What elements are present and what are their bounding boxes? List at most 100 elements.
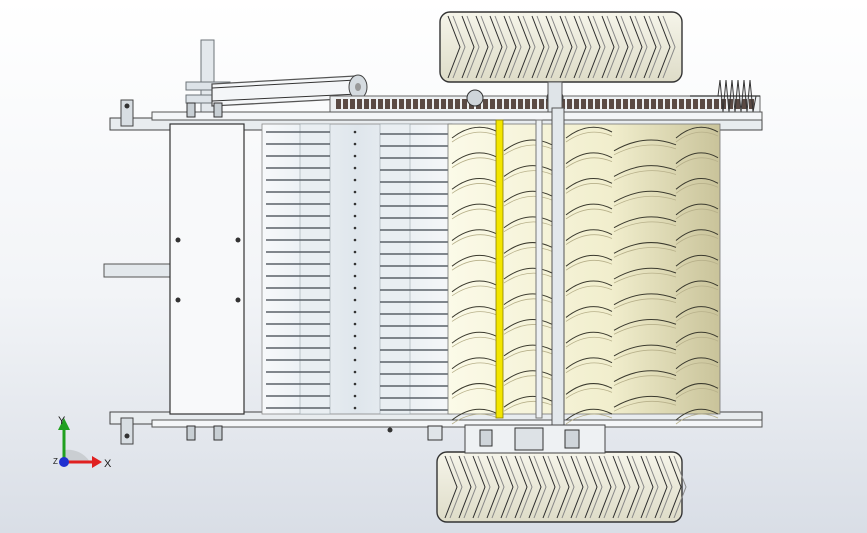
comb-rivet xyxy=(353,238,357,242)
chain-link xyxy=(525,99,530,109)
rotor-blade-shade xyxy=(675,336,719,348)
rotor-blade xyxy=(451,126,499,139)
tread-lug-edge xyxy=(494,15,508,79)
rotor-blade xyxy=(675,306,719,318)
comb-rivet xyxy=(353,406,357,410)
rotor-blade-shade xyxy=(613,221,677,233)
chain-link xyxy=(686,99,691,109)
rotor-blade xyxy=(451,306,499,318)
chain-link xyxy=(350,99,355,109)
view-orientation-triad[interactable]: Y X Z xyxy=(48,410,118,480)
chain-link xyxy=(511,99,516,109)
tread-lug-edge xyxy=(533,455,547,519)
rotor-blade xyxy=(565,203,613,216)
rotor-blade-shade xyxy=(503,247,553,258)
chain-link xyxy=(665,99,670,109)
chain-link xyxy=(336,99,341,109)
rotor-blade xyxy=(503,370,553,382)
comb-rivet xyxy=(353,262,357,266)
y-axis-arrowhead xyxy=(58,418,70,430)
comb-rivet xyxy=(353,178,357,182)
rotor-blade xyxy=(503,165,553,177)
triad-plane-indicator xyxy=(64,449,90,462)
rotor-blade-shade xyxy=(613,375,677,386)
rotor-blade-shade xyxy=(565,362,613,374)
rotor-blade-shade xyxy=(565,259,613,271)
tread-lug xyxy=(657,15,671,79)
tread-lug xyxy=(626,455,640,519)
tread-lug-edge xyxy=(606,15,620,79)
chain-drive xyxy=(329,81,761,113)
comb-rivet xyxy=(353,298,357,302)
rotor-blade-shade xyxy=(451,388,499,399)
tread-lug-edge xyxy=(603,455,617,519)
chain-link xyxy=(714,99,719,109)
rotor-blade xyxy=(675,203,719,216)
tread-lug xyxy=(517,15,531,79)
tread-lug-edge xyxy=(561,455,575,519)
rotor-blade xyxy=(565,152,613,165)
chain-link xyxy=(385,99,390,109)
tread-lug-edge xyxy=(648,15,662,79)
rotor-blade xyxy=(451,408,499,421)
tread-lug xyxy=(514,455,528,519)
rotor-blade xyxy=(565,357,613,370)
rotor-blade xyxy=(451,331,499,344)
chain-link xyxy=(413,99,418,109)
rotor-blade xyxy=(565,254,613,267)
chain-link xyxy=(658,99,663,109)
comb-rivet xyxy=(353,142,357,146)
chain-link xyxy=(581,99,586,109)
rotor-blade-shade xyxy=(675,388,719,399)
tread-lug xyxy=(444,455,458,519)
rotor-blade xyxy=(613,395,677,408)
rotor-blade xyxy=(675,177,719,190)
chain-link xyxy=(532,99,537,109)
rotor-blade xyxy=(565,331,613,344)
tread-lug xyxy=(500,455,514,519)
chain-link xyxy=(357,99,362,109)
rotor-blade-shade xyxy=(675,259,719,271)
rotor-blade-shade xyxy=(503,144,553,156)
tread-lug-edge xyxy=(550,15,564,79)
rotor-blade xyxy=(675,229,719,241)
rotor-blade-shade xyxy=(675,183,719,194)
rotor-blade-shade xyxy=(565,336,613,348)
rotor-blade xyxy=(451,254,499,267)
chain-link xyxy=(651,99,656,109)
chain-link xyxy=(644,99,649,109)
rotor-blade xyxy=(613,319,677,331)
tread-lug xyxy=(573,15,587,79)
rotor-blade xyxy=(451,383,499,395)
chain-link xyxy=(518,99,523,109)
tread-lug-edge xyxy=(466,15,480,79)
rotor-blade-shade xyxy=(565,311,613,322)
tread-lug-edge xyxy=(564,15,578,79)
rotor-blade-shade xyxy=(451,362,499,374)
rotor-blade-shade xyxy=(503,272,553,284)
rotor-blade-shade xyxy=(675,157,719,168)
rotor-blade-shade xyxy=(451,336,499,348)
chain-link xyxy=(567,99,572,109)
tread-lug xyxy=(640,455,654,519)
chain-link xyxy=(462,99,467,109)
chain-link xyxy=(427,99,432,109)
rotor-blade xyxy=(613,242,677,254)
tread-lug-edge xyxy=(631,455,645,519)
comb-rivet xyxy=(353,346,357,350)
frame-bottom-rail xyxy=(109,411,763,445)
rotor-blade xyxy=(451,280,499,293)
tread-lug xyxy=(654,455,668,519)
tread-lug xyxy=(475,15,489,79)
comb-rivet xyxy=(353,394,357,398)
chain-link xyxy=(539,99,544,109)
chain-link xyxy=(490,99,495,109)
tread-lug xyxy=(447,15,461,79)
rotor-blade xyxy=(565,229,613,241)
chain-link xyxy=(679,99,684,109)
chain-link xyxy=(441,99,446,109)
tread-lug-edge xyxy=(578,15,592,79)
chain-link xyxy=(623,99,628,109)
